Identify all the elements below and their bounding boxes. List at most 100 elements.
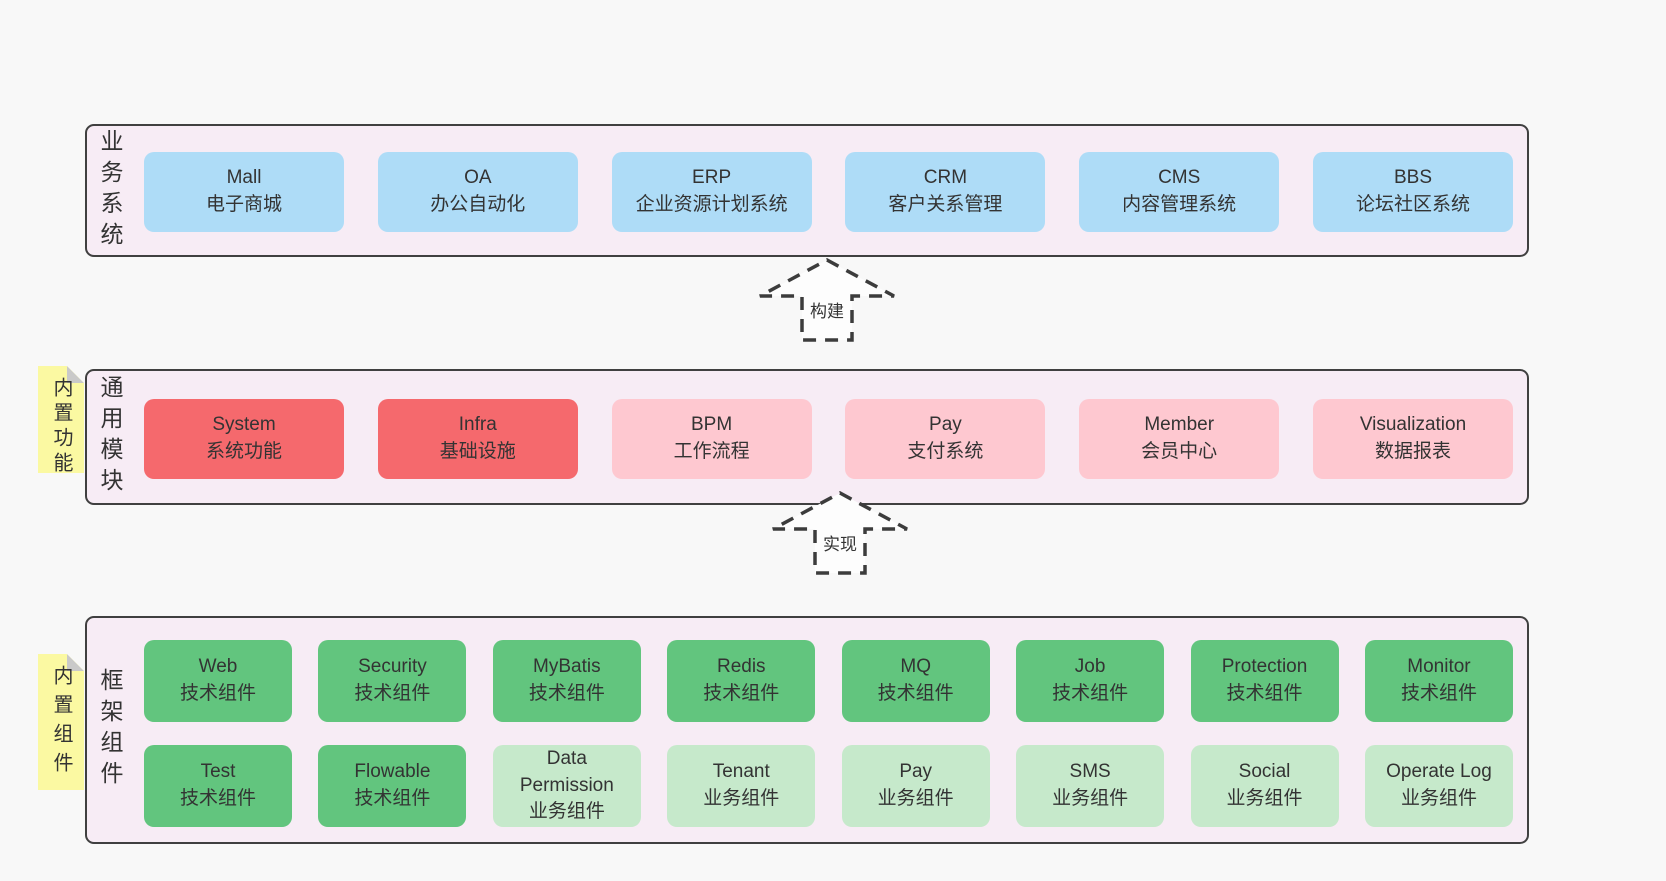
box-title: Web: [198, 656, 238, 678]
box-title: Pay: [929, 414, 962, 436]
box-title: Flowable: [354, 761, 431, 783]
sticky-label: 内置功能: [50, 377, 72, 477]
box-subtitle: 技术组件: [354, 683, 431, 704]
box-subtitle: 技术组件: [1226, 683, 1303, 704]
box-subtitle: 业务组件: [703, 788, 780, 809]
box-visualization: Visualization 数据报表: [1312, 399, 1513, 479]
box-job: Job 技术组件: [1016, 640, 1165, 722]
sticky-built-in-features: 内置功能: [38, 366, 84, 473]
box-title: MQ: [900, 656, 931, 678]
box-title: Redis: [716, 656, 766, 678]
box-subtitle: 企业资源计划系统: [635, 194, 788, 215]
box-title: Visualization: [1359, 414, 1467, 436]
arrow-implement: 实现: [770, 490, 910, 576]
panel-business-label: 业务系统: [97, 128, 123, 253]
box-tenant: Tenant 业务组件: [667, 745, 816, 827]
box-protection: Protection 技术组件: [1190, 640, 1339, 722]
box-title: Operate Log: [1386, 761, 1492, 783]
box-subtitle: 业务组件: [1052, 788, 1129, 809]
box-title: CMS: [1158, 167, 1201, 189]
box-flowable: Flowable 技术组件: [318, 745, 467, 827]
box-subtitle: 技术组件: [877, 683, 954, 704]
box-subtitle: 业务组件: [528, 801, 605, 823]
box-title: Mall: [226, 167, 262, 189]
box-title: System: [212, 414, 276, 436]
arrow-build: 构建: [757, 257, 897, 343]
box-web: Web 技术组件: [144, 640, 292, 722]
box-title: MyBatis: [533, 656, 601, 678]
box-operate-log: Operate Log 业务组件: [1364, 745, 1513, 827]
box-security: Security 技术组件: [318, 640, 467, 722]
box-title: Infra: [458, 414, 497, 436]
box-oa: OA 办公自动化: [377, 152, 578, 232]
panel-common-modules: 通用模块 System 系统功能 Infra 基础设施 BPM 工作流程 Pay…: [85, 369, 1529, 505]
box-subtitle: 技术组件: [1052, 683, 1129, 704]
business-boxes-row: Mall 电子商城 OA 办公自动化 ERP 企业资源计划系统 CRM 客户关系…: [144, 152, 1513, 232]
box-subtitle: 客户关系管理: [888, 194, 1003, 215]
box-subtitle: 数据报表: [1374, 441, 1451, 462]
sticky-label: 内置组件: [50, 665, 72, 781]
box-sms: SMS 业务组件: [1016, 745, 1165, 827]
box-title: Tenant: [712, 761, 770, 783]
box-subtitle: 技术组件: [1400, 683, 1477, 704]
box-subtitle: 支付系统: [907, 441, 984, 462]
box-title: Security: [358, 656, 427, 678]
box-subtitle: 业务组件: [877, 788, 954, 809]
box-subtitle: 技术组件: [179, 788, 256, 809]
box-title: Protection: [1221, 656, 1308, 678]
box-title: Social: [1238, 761, 1291, 783]
box-bpm: BPM 工作流程: [611, 399, 812, 479]
box-title: Test: [200, 761, 236, 783]
box-subtitle: 业务组件: [1400, 788, 1477, 809]
box-subtitle: 业务组件: [1226, 788, 1303, 809]
panel-business-systems: 业务系统 Mall 电子商城 OA 办公自动化 ERP 企业资源计划系统 CRM…: [85, 124, 1529, 257]
box-subtitle: 技术组件: [528, 683, 605, 704]
box-subtitle: 工作流程: [673, 441, 750, 462]
box-social: Social 业务组件: [1190, 745, 1339, 827]
box-title: BPM: [691, 414, 733, 436]
box-redis: Redis 技术组件: [667, 640, 816, 722]
box-data-permission: Data Permission 业务组件: [492, 745, 641, 827]
box-mybatis: MyBatis 技术组件: [492, 640, 641, 722]
box-title: Member: [1144, 414, 1215, 436]
box-bbs: BBS 论坛社区系统: [1312, 152, 1513, 232]
box-subtitle: 基础设施: [439, 441, 516, 462]
box-erp: ERP 企业资源计划系统: [611, 152, 812, 232]
box-pay-module: Pay 支付系统: [845, 399, 1046, 479]
box-title: Data Permission: [519, 747, 614, 796]
modules-boxes-row: System 系统功能 Infra 基础设施 BPM 工作流程 Pay 支付系统…: [144, 399, 1513, 479]
box-mq: MQ 技术组件: [841, 640, 990, 722]
box-system: System 系统功能: [144, 399, 344, 479]
box-title: Monitor: [1407, 656, 1471, 678]
box-subtitle: 内容管理系统: [1122, 194, 1237, 215]
box-subtitle: 论坛社区系统: [1355, 194, 1470, 215]
box-crm: CRM 客户关系管理: [845, 152, 1046, 232]
box-test: Test 技术组件: [144, 745, 292, 827]
panel-framework-components: 框架组件 Web 技术组件 Security 技术组件 MyBatis 技术组件…: [85, 616, 1529, 844]
arrow-build-label: 构建: [807, 297, 847, 322]
box-subtitle: 技术组件: [354, 788, 431, 809]
box-title: Job: [1074, 656, 1106, 678]
box-title: ERP: [692, 167, 732, 189]
box-member: Member 会员中心: [1079, 399, 1280, 479]
panel-framework-label: 框架组件: [97, 668, 123, 792]
box-title: Pay: [899, 761, 933, 783]
box-monitor: Monitor 技术组件: [1364, 640, 1513, 722]
box-subtitle: 系统功能: [205, 441, 282, 462]
framework-boxes-row-2: Test 技术组件 Flowable 技术组件 Data Permission …: [144, 745, 1513, 827]
sticky-built-in-components: 内置组件: [38, 654, 84, 790]
box-mall: Mall 电子商城: [144, 152, 344, 232]
box-subtitle: 技术组件: [703, 683, 780, 704]
box-title: SMS: [1069, 761, 1111, 783]
box-title: OA: [464, 167, 492, 189]
panel-modules-label: 通用模块: [97, 375, 123, 499]
box-infra: Infra 基础设施: [377, 399, 578, 479]
box-subtitle: 电子商城: [205, 194, 282, 215]
box-subtitle: 技术组件: [179, 683, 256, 704]
box-subtitle: 办公自动化: [430, 194, 526, 215]
box-cms: CMS 内容管理系统: [1079, 152, 1280, 232]
box-title: BBS: [1393, 167, 1432, 189]
arrow-implement-label: 实现: [820, 530, 860, 555]
box-pay-component: Pay 业务组件: [841, 745, 990, 827]
